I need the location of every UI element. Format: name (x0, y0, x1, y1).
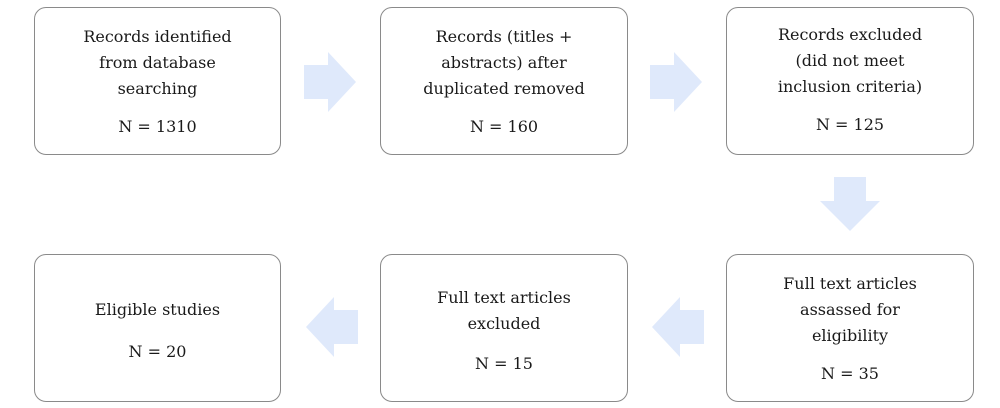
arrow-left-icon (306, 297, 358, 357)
node-records-excluded: Records excluded (did not meet inclusion… (726, 7, 974, 155)
node-label-line: Records excluded (777, 25, 923, 44)
node-label: Full text articles excluded (381, 255, 627, 337)
node-label: Full text articles assassed for eligibil… (727, 255, 973, 349)
arrow-right-icon (304, 52, 356, 112)
node-label: Records excluded (did not meet inclusion… (727, 8, 973, 100)
node-records-after-duplicates: Records (titles + abstracts) after dupli… (380, 7, 628, 155)
node-label-line: eligibility (811, 326, 889, 345)
node-count: N = 160 (469, 117, 539, 136)
node-label-line: from database (99, 53, 216, 72)
node-eligible-studies: Eligible studies N = 20 (34, 254, 281, 402)
node-count: N = 20 (128, 342, 187, 361)
arrow-down-icon (820, 177, 880, 231)
node-label-line: excluded (467, 314, 541, 333)
node-label-line: assassed for (800, 300, 900, 319)
node-label: Eligible studies (35, 255, 280, 323)
node-records-identified: Records identified from database searchi… (34, 7, 281, 155)
node-count: N = 1310 (118, 117, 197, 136)
node-label-line: Records identified (83, 27, 232, 46)
node-label-line: abstracts) after (441, 53, 567, 72)
node-full-text-excluded: Full text articles excluded N = 15 (380, 254, 628, 402)
arrow-left-icon (652, 297, 704, 357)
node-label-line: inclusion criteria) (777, 77, 923, 96)
node-label: Records (titles + abstracts) after dupli… (381, 8, 627, 102)
node-label-line: searching (117, 79, 198, 98)
node-label-line: duplicated removed (423, 79, 585, 98)
node-count: N = 35 (821, 364, 879, 383)
node-label-line: (did not meet (795, 51, 905, 70)
arrow-right-icon (650, 52, 702, 112)
node-label: Records identified from database searchi… (35, 8, 280, 102)
node-count: N = 15 (475, 354, 533, 373)
node-label-line: Full text articles (437, 288, 571, 307)
node-full-text-assessed: Full text articles assassed for eligibil… (726, 254, 974, 402)
node-label-line: Records (titles + (435, 27, 573, 46)
node-label-line: Full text articles (783, 274, 917, 293)
node-label-line: Eligible studies (94, 300, 221, 319)
node-count: N = 125 (815, 115, 885, 134)
